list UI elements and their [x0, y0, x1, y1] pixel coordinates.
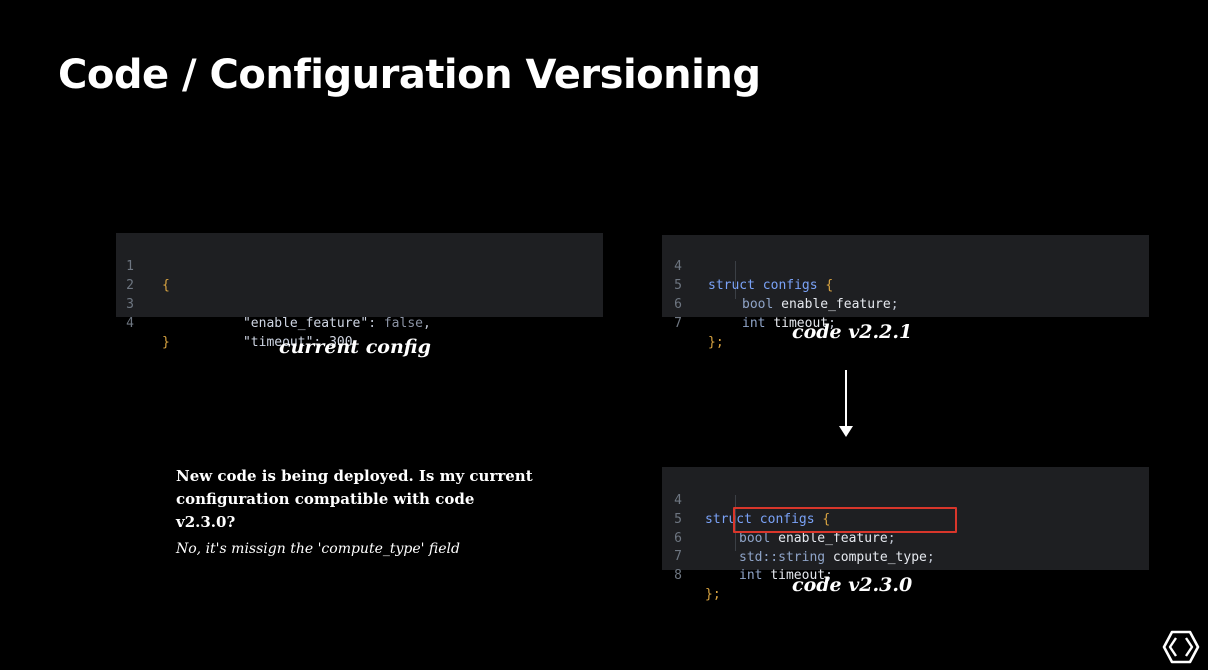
brand-logo-icon — [1162, 630, 1200, 664]
line-number: 7 — [674, 549, 682, 564]
code-line: 4 } — [116, 295, 170, 350]
code-line: 5 bool enable_feature; — [662, 491, 895, 546]
code-line: 8 }; — [662, 547, 720, 602]
semicolon: ; — [890, 297, 899, 312]
line-number: 4 — [126, 316, 134, 331]
down-arrow-icon — [839, 426, 853, 437]
code-line: 4 struct configs { — [662, 472, 830, 527]
compute-type-highlight-box — [733, 507, 957, 533]
keyword: struct — [708, 278, 755, 293]
compatibility-question: New code is being deployed. Is my curren… — [176, 467, 533, 531]
compatibility-answer: No, it's missign the 'compute_type' fiel… — [176, 541, 460, 557]
semicolon: ; — [825, 568, 833, 583]
code-line: 1 { — [116, 238, 170, 293]
code-line: 7 int timeout; — [662, 528, 833, 583]
line-number: 3 — [126, 297, 134, 312]
json-sep: : — [368, 316, 384, 331]
line-number: 5 — [674, 278, 682, 293]
json-key: "timeout" — [242, 335, 314, 350]
type: bool — [742, 297, 774, 312]
type: int — [742, 316, 766, 331]
line-number: 5 — [674, 512, 682, 527]
line-number: 8 — [674, 568, 682, 583]
field-name: enable_feature — [778, 531, 888, 546]
code-line: 5 bool enable_feature; — [662, 257, 898, 312]
field-name: timeout — [773, 316, 829, 331]
code-text: { — [162, 278, 170, 293]
semicolon: ; — [828, 316, 836, 331]
json-value: 300 — [329, 335, 353, 350]
current-config-caption: current config — [279, 336, 431, 358]
indent-guide — [735, 261, 736, 299]
line-number: 6 — [674, 531, 682, 546]
down-arrow-shaft — [845, 370, 847, 428]
code-v221-block: 4 struct configs { 5 bool enable_feature… — [662, 235, 1149, 350]
json-value: false — [383, 316, 423, 331]
slide-title: Code / Configuration Versioning — [58, 52, 761, 98]
keyword: struct — [705, 512, 752, 527]
json-sep: : — [313, 335, 330, 350]
code-line: 3 "timeout": 300 — [116, 276, 352, 350]
code-v230-caption: code v2.3.0 — [792, 574, 913, 596]
line-number: 6 — [674, 297, 682, 312]
current-config-code-block: 1 { 2 "enable_feature": false, 3 "timeou… — [116, 233, 603, 350]
type: std::string — [739, 550, 826, 565]
brace: { — [825, 278, 834, 293]
line-number: 4 — [674, 259, 682, 274]
line-number: 7 — [674, 316, 682, 331]
semicolon: ; — [887, 531, 896, 546]
type: bool — [739, 531, 771, 546]
field-name: compute_type — [832, 550, 927, 565]
brace: { — [822, 512, 831, 527]
code-line: 2 "enable_feature": false, — [116, 257, 431, 331]
type: int — [739, 568, 763, 583]
field-name: enable_feature — [781, 297, 891, 312]
code-v230-block: 4 struct configs { 5 bool enable_feature… — [662, 467, 1149, 602]
identifier: configs — [759, 512, 815, 527]
closing-brace: }; — [708, 335, 724, 350]
code-v221-caption: code v2.2.1 — [792, 321, 913, 343]
line-number: 4 — [674, 493, 682, 508]
code-line: 4 struct configs { — [662, 238, 833, 293]
identifier: configs — [762, 278, 818, 293]
code-line: 7 }; — [662, 295, 723, 350]
line-number: 2 — [126, 278, 134, 293]
json-key: "enable_feature" — [242, 316, 369, 331]
code-line: 6 int timeout; — [662, 276, 836, 331]
code-text: } — [162, 335, 170, 350]
json-end: , — [423, 316, 431, 331]
indent-guide — [735, 495, 736, 551]
code-line: 6 std::string compute_type; — [662, 510, 935, 565]
line-number: 1 — [126, 259, 134, 274]
semicolon: ; — [926, 550, 935, 565]
field-name: timeout — [770, 568, 826, 583]
closing-brace: }; — [705, 587, 721, 602]
